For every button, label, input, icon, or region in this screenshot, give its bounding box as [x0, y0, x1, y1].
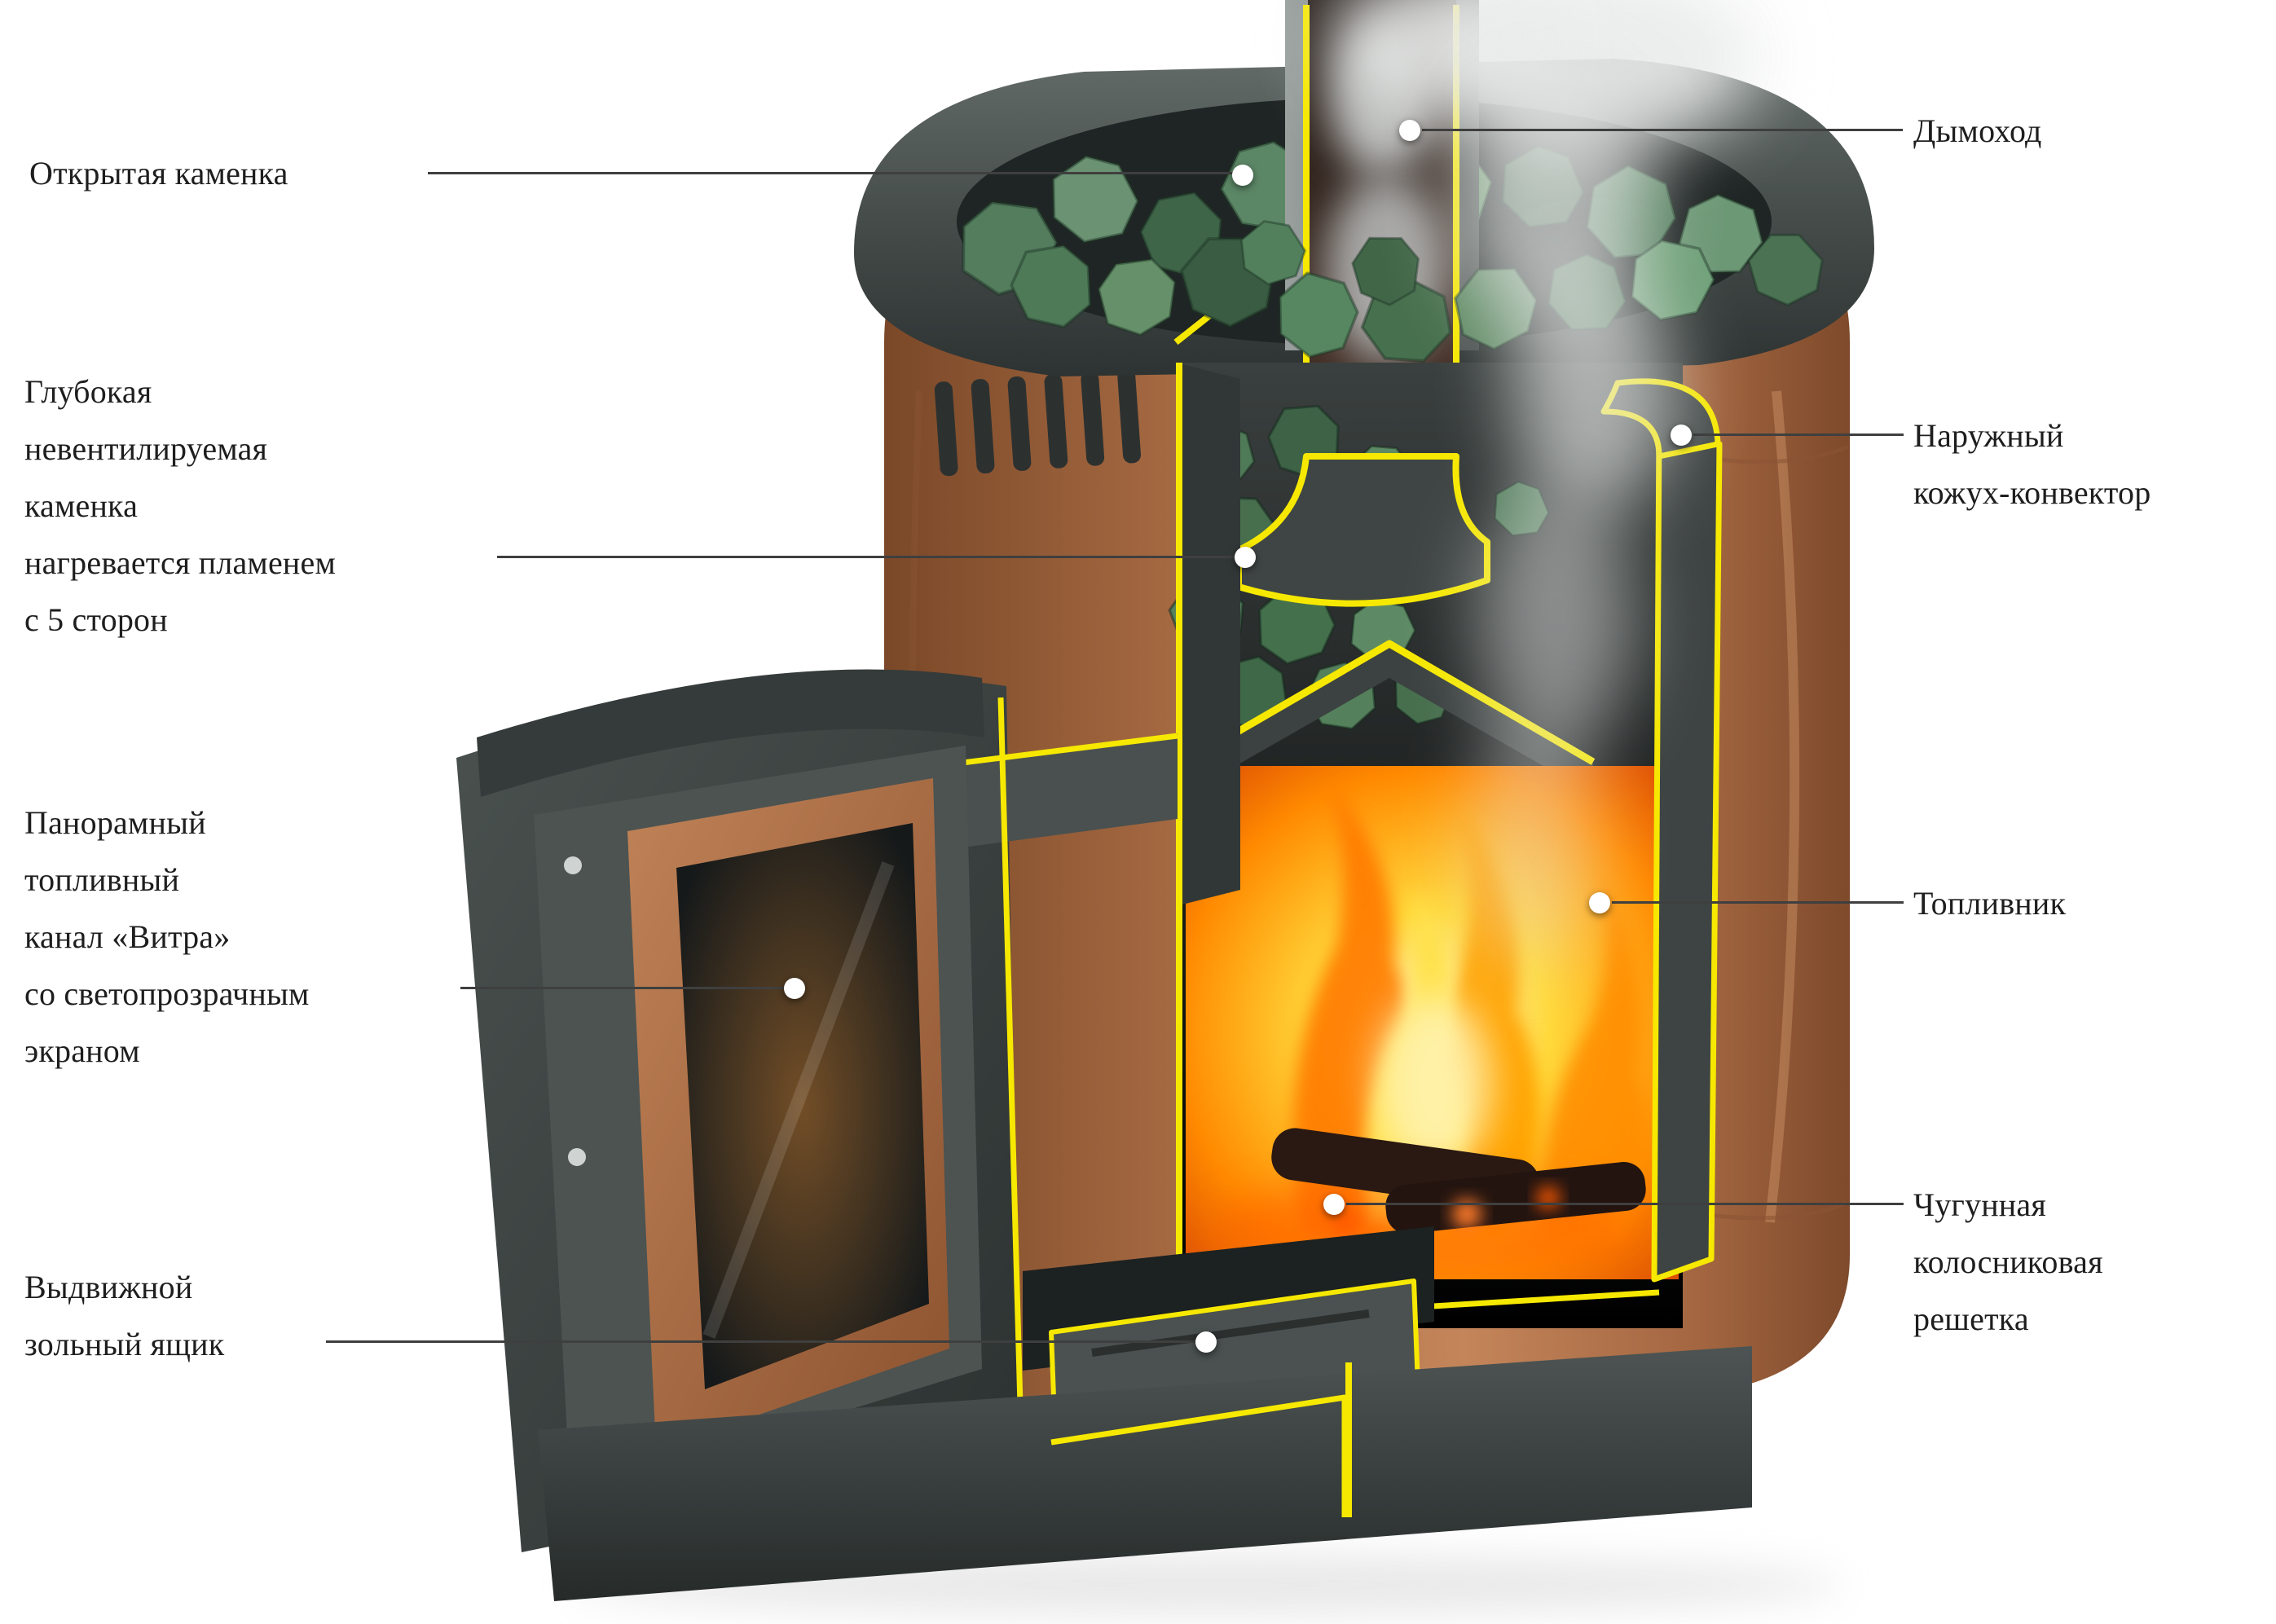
callout-label: Наружный кожух-конвектор — [1913, 417, 2151, 511]
anchor-dot — [1399, 120, 1420, 141]
callout-label: Выдвижной зольный ящик — [24, 1269, 225, 1362]
vent-slots — [934, 368, 1142, 477]
fuel-channel-door — [456, 669, 1178, 1553]
leader-line — [326, 1340, 1195, 1343]
anchor-dot — [1589, 892, 1610, 913]
callout-label: Панорамный топливный канал «Витра» со св… — [24, 804, 310, 1069]
leader-line — [1346, 1203, 1904, 1205]
door-hinge — [564, 856, 582, 874]
steam-smoke — [1328, 0, 1760, 970]
leader-line — [1422, 129, 1903, 131]
anchor-dot — [784, 978, 805, 999]
leader-line — [1612, 901, 1904, 904]
chimney-bell — [1235, 453, 1490, 607]
anchor-dot — [1195, 1331, 1217, 1353]
callout-label: Топливник — [1913, 885, 2067, 922]
door-hinge — [568, 1148, 586, 1166]
leader-line — [460, 987, 784, 989]
callout-label: Глубокая невентилируемая каменка нагрева… — [24, 373, 336, 638]
anchor-dot — [1323, 1194, 1345, 1215]
callout-label: Дымоход — [1913, 112, 2042, 149]
callout-label: Чугунная колосниковая решетка — [1913, 1186, 2103, 1337]
burning-logs — [1271, 1128, 1646, 1235]
callout-label: Открытая каменка — [29, 155, 288, 191]
anchor-dot — [1232, 165, 1253, 186]
leader-line — [497, 556, 1235, 558]
base-plinth — [538, 1346, 1752, 1601]
leader-line — [428, 172, 1235, 174]
leader-line — [1693, 434, 1904, 436]
anchor-dot — [1235, 547, 1256, 568]
door-glass — [676, 823, 929, 1389]
anchor-dot — [1671, 425, 1692, 446]
